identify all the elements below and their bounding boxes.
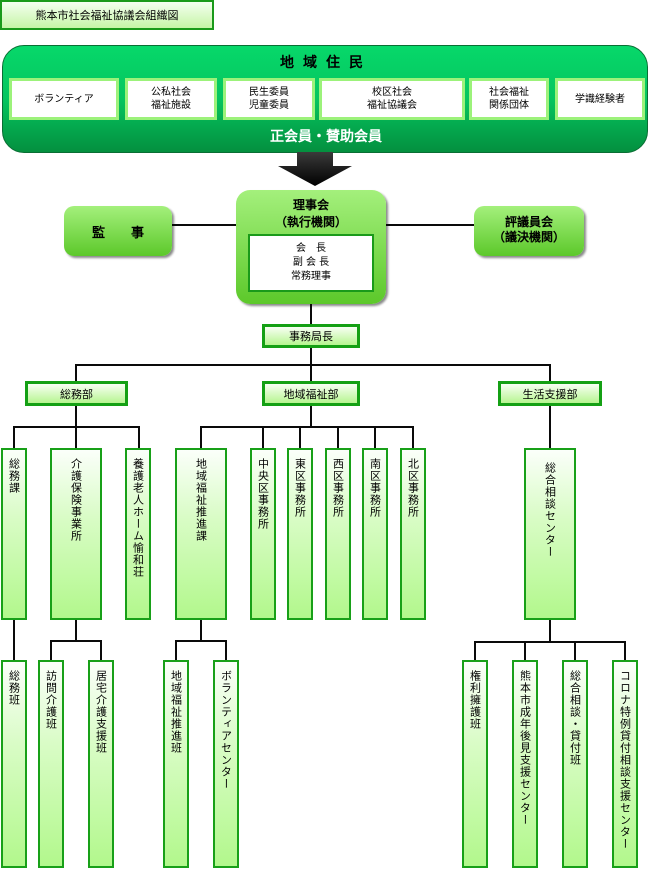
residents-footer: 正会員・賛助会員 [270,129,382,145]
connector [200,426,414,428]
team-community-promotion: 地域福祉推進班 [163,660,189,868]
connector [172,224,236,226]
connector [225,640,227,660]
connector [75,620,77,642]
connector [299,426,301,448]
connector [262,426,264,448]
connector [50,640,102,642]
connector [50,640,52,660]
team-label: 熊本市成年後見支援センター [518,670,532,826]
team-label: 居宅介護支援班 [94,670,108,754]
section-nishi-office: 西区事務所 [325,448,351,620]
connector [386,224,474,226]
team-volunteer-center: ボランティアセンター [213,660,239,868]
connector [337,426,339,448]
member-welfare-facilities: 公私社会 福祉施設 [125,78,217,120]
section-label: 総務課 [7,458,21,494]
section-kita-office: 北区事務所 [400,448,426,620]
team-label: ボランティアセンター [219,670,233,790]
section-label: 南区事務所 [368,458,382,518]
section-community-promotion: 地域福祉推進課 [175,448,227,620]
board-officers: 会 長 副 会 長 常務理事 [248,234,374,292]
connector [13,620,15,660]
connector [310,304,312,326]
section-label: 西区事務所 [331,458,345,518]
officer-chair: 会 長 [296,243,326,254]
section-general-affairs: 総務課 [1,448,27,620]
connector [200,620,202,642]
connector [175,640,227,642]
team-home-care: 訪問介護班 [38,660,64,868]
council-box: 評議員会 （議決機関） [474,206,584,256]
connector [549,364,551,382]
council-title: 評議員会 [504,215,553,229]
council-subtitle: （議決機関） [492,230,565,244]
chart-title: 熊本市社会福祉協議会組織図 [0,0,214,30]
connector [100,640,102,660]
section-label: 東区事務所 [293,458,307,518]
team-label: 権利擁護班 [468,670,482,730]
connector [474,641,476,660]
board-subtitle: （執行機関） [274,215,347,229]
dept-community-welfare: 地域福祉部 [262,381,360,406]
section-label: 地域福祉推進課 [194,458,208,542]
board-box: 理事会 （執行機関） 会 長 副 会 長 常務理事 [236,190,386,304]
section-higashi-office: 東区事務所 [287,448,313,620]
team-label: 地域福祉推進班 [169,670,183,754]
auditor-box: 監 事 [64,206,172,256]
connector [549,406,551,448]
team-guardianship-center: 熊本市成年後見支援センター [512,660,538,868]
section-chuo-office: 中央区事務所 [250,448,276,620]
officer-managing-director: 常務理事 [291,271,331,282]
down-arrow-icon [278,152,352,186]
team-rights-advocacy: 権利擁護班 [462,660,488,868]
connector [549,620,551,642]
section-care-insurance: 介護保険事業所 [50,448,102,620]
section-minami-office: 南区事務所 [362,448,388,620]
team-general-affairs: 総務班 [1,660,27,868]
connector [200,426,202,448]
team-covid-loan-center: コロナ特例貸付相談支援センター [612,660,638,868]
officer-vice-chair: 副 会 長 [292,257,330,268]
team-label: 総務班 [7,670,21,706]
connector [524,641,526,660]
connector [138,426,140,448]
connector [310,406,312,428]
section-label: 養護老人ホーム愉和荘 [131,458,145,578]
section-label: 総合相談センター [543,462,557,558]
member-welfare-groups: 社会福祉 関係団体 [469,78,549,120]
team-label: 訪問介護班 [44,670,58,730]
member-academic-experts: 学識経験者 [555,78,645,120]
connector [13,426,140,428]
section-label: 介護保険事業所 [69,458,83,542]
connector [624,641,626,660]
connector [13,426,15,448]
dept-general-affairs: 総務部 [25,381,128,406]
residents-heading: 地域住民 [280,55,372,71]
member-district-council: 校区社会 福祉協議会 [319,78,465,120]
board-title: 理事会 [292,198,329,212]
section-nursing-home: 養護老人ホーム愉和荘 [125,448,151,620]
secretary-general-box: 事務局長 [262,324,360,348]
residents-panel: 地域住民 ボランティア 公私社会 福祉施設 民生委員 児童委員 校区社会 福祉協… [2,45,648,153]
connector [75,364,77,382]
team-label: 総合相談・貸付班 [568,670,582,766]
connector [374,426,376,448]
member-welfare-commissioners: 民生委員 児童委員 [223,78,315,120]
connector [574,641,576,660]
section-label: 中央区事務所 [256,458,270,530]
connector [75,364,551,366]
team-label: コロナ特例貸付相談支援センター [618,670,632,850]
team-care-support: 居宅介護支援班 [88,660,114,868]
section-label: 北区事務所 [406,458,420,518]
member-volunteer: ボランティア [9,78,119,120]
team-consultation-loans: 総合相談・貸付班 [562,660,588,868]
connector [412,426,414,448]
connector [474,641,626,643]
section-consultation-center: 総合相談センター [524,448,576,620]
connector [175,640,177,660]
dept-life-support: 生活支援部 [498,381,602,406]
